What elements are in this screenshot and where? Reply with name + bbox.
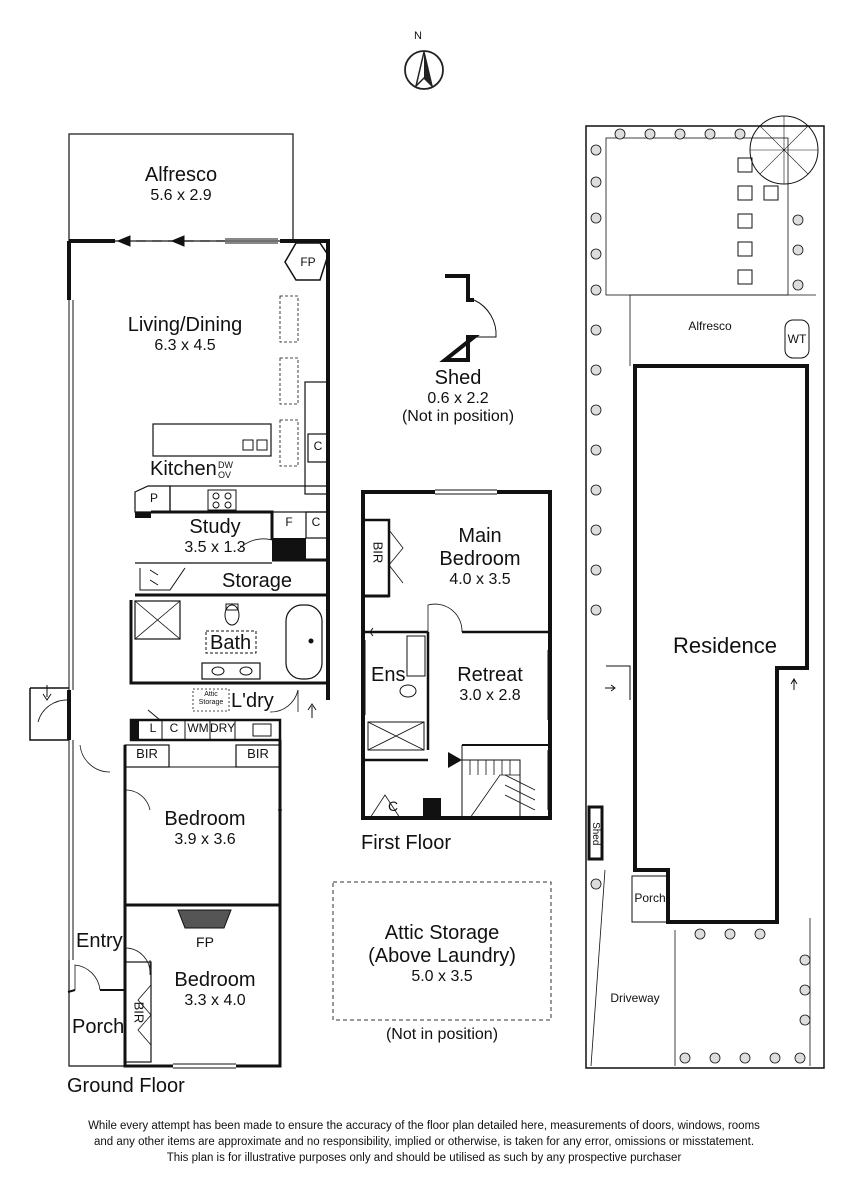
retreat-label: Retreat 3.0 x 2.8 [430,664,550,705]
room-name: Bedroom [164,808,246,830]
built-in-robe-label: BIR [131,1001,147,1024]
fireplace-label: FP [300,255,316,269]
shed-note: (Not in position) [401,408,515,426]
built-in-robe-label: BIR [136,746,158,761]
linen-label: L [149,721,157,735]
cupboard-label: C [387,798,399,814]
ensuite-label: Ens [371,664,406,686]
alfresco-label: Alfresco 5.6 x 2.9 [81,164,281,205]
attic-line1: Attic [204,691,218,698]
kitchen-label: Kitchen [150,458,217,480]
attic-storage-small-label: Attic Storage [193,691,229,707]
oven-label: OV [218,470,232,480]
living-dining-label: Living/Dining 6.3 x 4.5 [85,314,285,355]
disclaimer-line-3: This plan is for illustrative purposes o… [166,1152,682,1164]
porch-label: Porch [72,1016,125,1038]
attic-sub: (Above Laundry) [368,945,516,967]
ground-floor-title: Ground Floor [67,1075,185,1097]
room-dims: 4.0 x 3.5 [449,571,511,588]
main-bedroom-label: Main Bedroom 4.0 x 3.5 [415,525,545,589]
shed-name: Shed [434,367,482,389]
bedroom-2-label: Bedroom 3.3 x 4.0 [155,969,275,1010]
first-floor-plan [361,489,552,820]
bedroom-fireplace-label: FP [196,934,214,950]
storage-label: Storage [222,570,293,592]
dishwasher-label: DW [218,460,233,470]
dryer-label: DRY [210,721,236,735]
site-shed-label: Shed [589,822,601,846]
room-dims: 3.3 x 4.0 [184,992,246,1009]
room-name: Living/Dining [127,314,243,336]
bedroom-1-label: Bedroom 3.9 x 3.6 [145,808,265,849]
room-name: Study [189,516,241,538]
cupboard-label: C [169,721,179,735]
laundry-label: L'dry [231,690,274,712]
room-name: Bedroom [174,969,256,991]
attic-dims: 5.0 x 3.5 [411,968,473,985]
attic-note: (Not in position) [385,1026,499,1043]
room-name: Alfresco [144,164,218,186]
site-porch-label: Porch [634,891,666,905]
room-dims: 3.5 x 1.3 [184,539,246,556]
attic-line2: Storage [198,699,224,706]
room-name-line1: Main [458,525,502,547]
attic-name: Attic Storage [384,922,500,944]
site-plan [585,115,825,1069]
pantry-label: P [149,491,158,505]
room-dims: 3.9 x 3.6 [174,831,236,848]
room-name-line2: Bedroom [439,548,521,570]
bath-label: Bath [210,632,252,654]
residence-label: Residence [673,633,777,658]
built-in-robe-label: BIR [370,541,386,564]
room-name: Retreat [457,664,523,686]
first-floor-title: First Floor [361,832,451,854]
compass-icon [404,50,444,90]
shed-plan [439,274,497,362]
shed-label: Shed 0.6 x 2.2 (Not in position) [398,367,518,427]
study-label: Study 3.5 x 1.3 [155,516,275,557]
disclaimer-line-1: While every attempt has been made to ens… [88,1120,760,1132]
site-alfresco-label: Alfresco [688,319,732,333]
cupboard-label: C [311,515,321,529]
room-dims: 6.3 x 4.5 [154,337,216,354]
fridge-label: F [285,515,293,529]
cupboard-label: C [313,439,323,453]
shed-dims: 0.6 x 2.2 [427,390,489,407]
washing-machine-label: WM [187,721,209,735]
ground-floor-plan [29,133,330,1069]
driveway-label: Driveway [610,991,660,1005]
compass-north-label: N [414,30,422,42]
disclaimer: While every attempt has been made to ens… [0,1118,848,1166]
attic-outline [332,881,552,1021]
built-in-robe-label: BIR [247,746,269,761]
water-tank-label: WT [787,332,807,346]
disclaimer-line-2: and any other items are approximate and … [93,1136,755,1148]
room-dims: 5.6 x 2.9 [150,187,212,204]
room-dims: 3.0 x 2.8 [459,687,521,704]
attic-storage-label: Attic Storage (Above Laundry) 5.0 x 3.5 [342,922,542,986]
entry-label: Entry [76,930,123,952]
